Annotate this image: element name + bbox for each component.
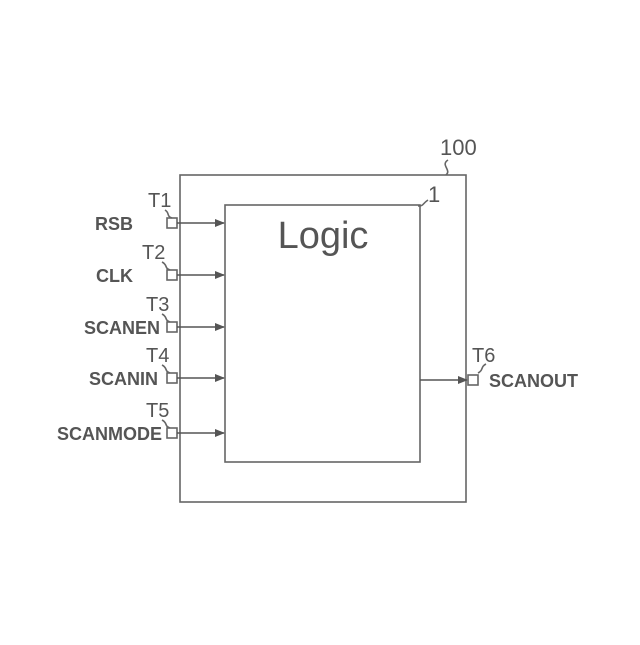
terminal-t1-group: T1 RSB: [95, 190, 224, 234]
logic-block-leader: [418, 200, 428, 206]
signal-rsb-label: RSB: [95, 214, 133, 234]
logic-block-label: Logic: [278, 215, 369, 257]
signal-scanout-label: SCANOUT: [489, 371, 578, 391]
terminal-t6-pin: [468, 375, 478, 385]
terminal-t2-pin: [167, 270, 177, 280]
terminal-t5-group: T5 SCANMODE: [57, 400, 224, 444]
terminal-t3-label: T3: [146, 294, 169, 316]
signal-clk-label: CLK: [96, 266, 133, 286]
terminal-t3-pin: [167, 322, 177, 332]
terminal-t6-label: T6: [472, 345, 495, 367]
signal-scanen-label: SCANEN: [84, 318, 160, 338]
signal-scanin-label: SCANIN: [89, 369, 158, 389]
terminal-t5-label: T5: [146, 400, 169, 422]
signal-scanmode-label: SCANMODE: [57, 424, 162, 444]
terminal-t2-leader: [162, 262, 170, 270]
terminal-t2-group: T2 CLK: [96, 242, 224, 286]
terminal-t4-label: T4: [146, 345, 169, 367]
terminal-t4-group: T4 SCANIN: [89, 345, 224, 389]
outer-block-leader: [445, 160, 448, 175]
outer-block-ref: 100: [440, 135, 477, 160]
terminal-t5-pin: [167, 428, 177, 438]
terminal-t6-group: T6 SCANOUT: [420, 345, 578, 391]
terminal-t1-label: T1: [148, 190, 171, 212]
terminal-t4-pin: [167, 373, 177, 383]
terminal-t3-group: T3 SCANEN: [84, 294, 224, 338]
logic-block-ref: 1: [428, 182, 440, 207]
terminal-t2-label: T2: [142, 242, 165, 264]
terminal-t1-pin: [167, 218, 177, 228]
